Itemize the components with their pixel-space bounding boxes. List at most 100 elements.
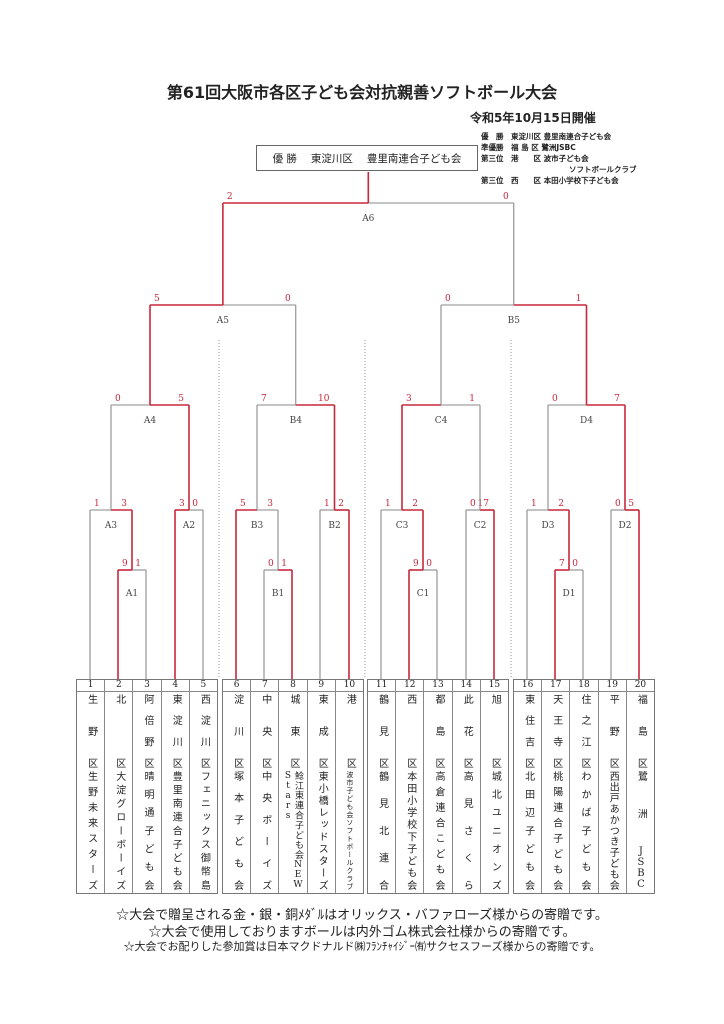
team-name: 鷺洲JSBC bbox=[635, 771, 647, 890]
score-left: 0 bbox=[268, 559, 274, 569]
match-label: A2 bbox=[182, 521, 195, 531]
match-label: C2 bbox=[474, 521, 487, 531]
score-right: 3 bbox=[121, 499, 127, 509]
match-label: B1 bbox=[272, 589, 284, 599]
match-label: A6 bbox=[361, 214, 374, 224]
score-left: 0 bbox=[470, 499, 476, 509]
team-ward: 西区 bbox=[404, 694, 416, 768]
team-column: 1 生野区 生野未来スターズ bbox=[77, 680, 106, 893]
team-ward: 東住吉区 bbox=[522, 694, 534, 768]
ward: 東淀川区 bbox=[511, 132, 541, 141]
score-right: 0 bbox=[426, 559, 432, 569]
team-ward: 旭区 bbox=[489, 694, 501, 768]
score-left: 9 bbox=[413, 559, 419, 569]
score-right: 1 bbox=[576, 294, 582, 304]
team-ward: 鶴見区 bbox=[376, 694, 388, 768]
match-label: A3 bbox=[104, 521, 117, 531]
team-name: 桃陽連合子ども会 bbox=[550, 771, 562, 890]
team-name: 城北ユニオンズ bbox=[489, 771, 501, 890]
team-name: 晴明通子ども会 bbox=[142, 771, 153, 890]
team-number: 17 bbox=[542, 680, 570, 692]
team-ward: 西淀川区 bbox=[198, 694, 210, 768]
score-right: 0 bbox=[503, 192, 509, 202]
champion-box: 優 勝 東淀川区 豊里南連合子ども会 bbox=[256, 145, 478, 171]
team-number: 2 bbox=[105, 680, 133, 692]
score-left: 1 bbox=[324, 499, 330, 509]
match-label: D2 bbox=[619, 521, 632, 531]
team-name: 鯰江東連合子ども会NEW Stars bbox=[283, 771, 303, 890]
team-number: 16 bbox=[514, 680, 542, 692]
team-ward: 阿倍野区 bbox=[142, 694, 153, 768]
team-name: わかば子ども会 bbox=[579, 771, 590, 890]
team-column: 19 平野区 西出戸あかつき子ども会 bbox=[598, 680, 627, 893]
footer-note-balls: ☆大会で使用しておりますボールは内外ゴム株式会社様からの寄贈です。 bbox=[148, 925, 576, 940]
footer-note-medals: ☆大会で贈呈される金・銀・銅ﾒﾀﾞﾙはオリックス・バファローズ様からの寄贈です。 bbox=[116, 908, 608, 923]
score-left: 3 bbox=[179, 499, 185, 509]
score-right: 1 bbox=[135, 559, 141, 569]
team-number: 1 bbox=[77, 680, 105, 692]
team-number: 7 bbox=[251, 680, 279, 692]
match-label: A4 bbox=[143, 416, 156, 426]
team-name: 本田小学校下子ども会 bbox=[404, 771, 416, 890]
team-name: 豊里南連合子ども会 bbox=[170, 771, 182, 890]
team-number: 15 bbox=[480, 680, 509, 692]
footer-note-prizes: ☆大会でお配りした参加賞は日本マクドナルド㈱ﾌﾗﾝﾁｬｲｼﾞｰ㈲サクセスフーズ様… bbox=[123, 940, 601, 953]
score-left: 9 bbox=[122, 559, 128, 569]
rank: 優 勝 bbox=[481, 132, 504, 141]
team-number: 11 bbox=[368, 680, 396, 692]
match-label: D1 bbox=[563, 589, 576, 599]
team-column: 20 福島区 鷺洲JSBC bbox=[626, 680, 655, 893]
match-label: C1 bbox=[417, 589, 430, 599]
match-label: D4 bbox=[580, 416, 593, 426]
team-column: 3 阿倍野区 晴明通子ども会 bbox=[133, 680, 162, 893]
team-number: 12 bbox=[396, 680, 424, 692]
result-runner-up: 準優勝福 島 区 鷺洲JSBC bbox=[481, 142, 637, 153]
team-column: 16 東住吉区 北田辺子ども会 bbox=[514, 680, 543, 893]
team-ward: 港区 bbox=[344, 694, 356, 768]
team-column: 9 東成区 東小橋レッドスターズ bbox=[307, 680, 336, 893]
result-winner: 優 勝東淀川区 豊里南連合子ども会 bbox=[481, 131, 637, 142]
team-column: 10 港区 波市子ども会ソフトボールクラブ bbox=[335, 680, 364, 893]
team-column: 18 住之江区 わかば子ども会 bbox=[570, 680, 599, 893]
team-name: 波市子ども会ソフトボールクラブ bbox=[345, 771, 354, 890]
team: 鷺洲JSBC bbox=[541, 143, 576, 152]
team-ward: 淀川区 bbox=[231, 694, 243, 768]
score-left: 7 bbox=[559, 559, 565, 569]
champion-team: 豊里南連合子ども会 bbox=[366, 152, 462, 165]
team-column: 13 都島区 高倉連合こども会 bbox=[424, 680, 453, 893]
team-ward: 北区 bbox=[113, 694, 125, 768]
rank: 第三位 bbox=[481, 176, 504, 185]
team-name: 北田辺子ども会 bbox=[522, 771, 534, 890]
team-column: 7 中央区 中央ボーイズ bbox=[251, 680, 280, 893]
team-number: 4 bbox=[161, 680, 189, 692]
team-ward: 天王寺区 bbox=[550, 694, 562, 768]
match-label: C4 bbox=[435, 416, 448, 426]
score-right: 10 bbox=[318, 394, 330, 404]
team-number: 14 bbox=[452, 680, 480, 692]
team-number: 10 bbox=[335, 680, 364, 692]
results-summary: 優 勝東淀川区 豊里南連合子ども会 準優勝福 島 区 鷺洲JSBC 第三位港 区… bbox=[481, 131, 637, 186]
score-right: 7 bbox=[614, 394, 620, 404]
team-name: フェニックス御幣島 bbox=[198, 771, 210, 890]
team: 豊里南連合子ども会 bbox=[543, 132, 612, 141]
team-name: 生野未来スターズ bbox=[85, 771, 97, 890]
score-left: 7 bbox=[261, 394, 267, 404]
match-label: B2 bbox=[328, 521, 340, 531]
score-right: 17 bbox=[478, 499, 490, 509]
team-column: 4 東淀川区 豊里南連合子ども会 bbox=[161, 680, 190, 893]
team-ward: 中央区 bbox=[259, 694, 271, 768]
team-ward: 城東区 bbox=[288, 694, 299, 768]
team-number: 8 bbox=[279, 680, 307, 692]
team: 本田小学校下子ども会 bbox=[543, 176, 619, 185]
rank: 準優勝 bbox=[481, 143, 504, 152]
team-name: 中央ボーイズ bbox=[259, 771, 271, 890]
team-column: 12 西区 本田小学校下子ども会 bbox=[396, 680, 425, 893]
team-name: 鶴見北連合 bbox=[376, 771, 388, 890]
match-label: C3 bbox=[396, 521, 409, 531]
team-ward: 平野区 bbox=[607, 694, 619, 768]
team-number: 9 bbox=[307, 680, 335, 692]
team-number: 18 bbox=[570, 680, 598, 692]
